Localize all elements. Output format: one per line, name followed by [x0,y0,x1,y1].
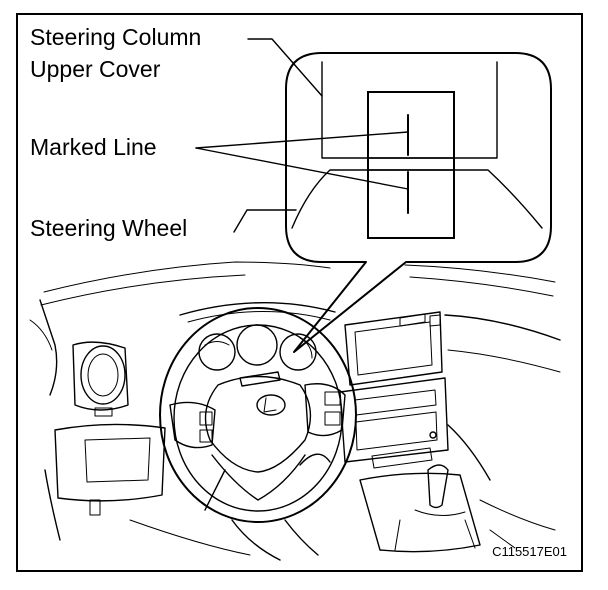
dashboard-illustration [29,261,561,561]
marked-area-box [367,91,455,239]
label-steering-wheel: Steering Wheel [30,215,187,241]
figure-frame [16,13,583,572]
callout-bubble [285,52,552,353]
leader-marked-line-upper [195,131,409,149]
leader-lines [195,38,409,233]
leader-steering-column [247,38,323,97]
figure-code: C115517E01 [492,544,567,559]
lexus-logo [256,394,286,416]
label-marked-line: Marked Line [30,134,157,160]
zoom-callout [285,52,552,353]
label-steering-column-line2: Upper Cover [30,56,161,82]
gear-shifter [427,464,449,509]
label-steering-column-line1: Steering Column [30,24,201,50]
leader-marked-line-lower [195,147,409,190]
leader-steering-wheel [233,209,297,233]
